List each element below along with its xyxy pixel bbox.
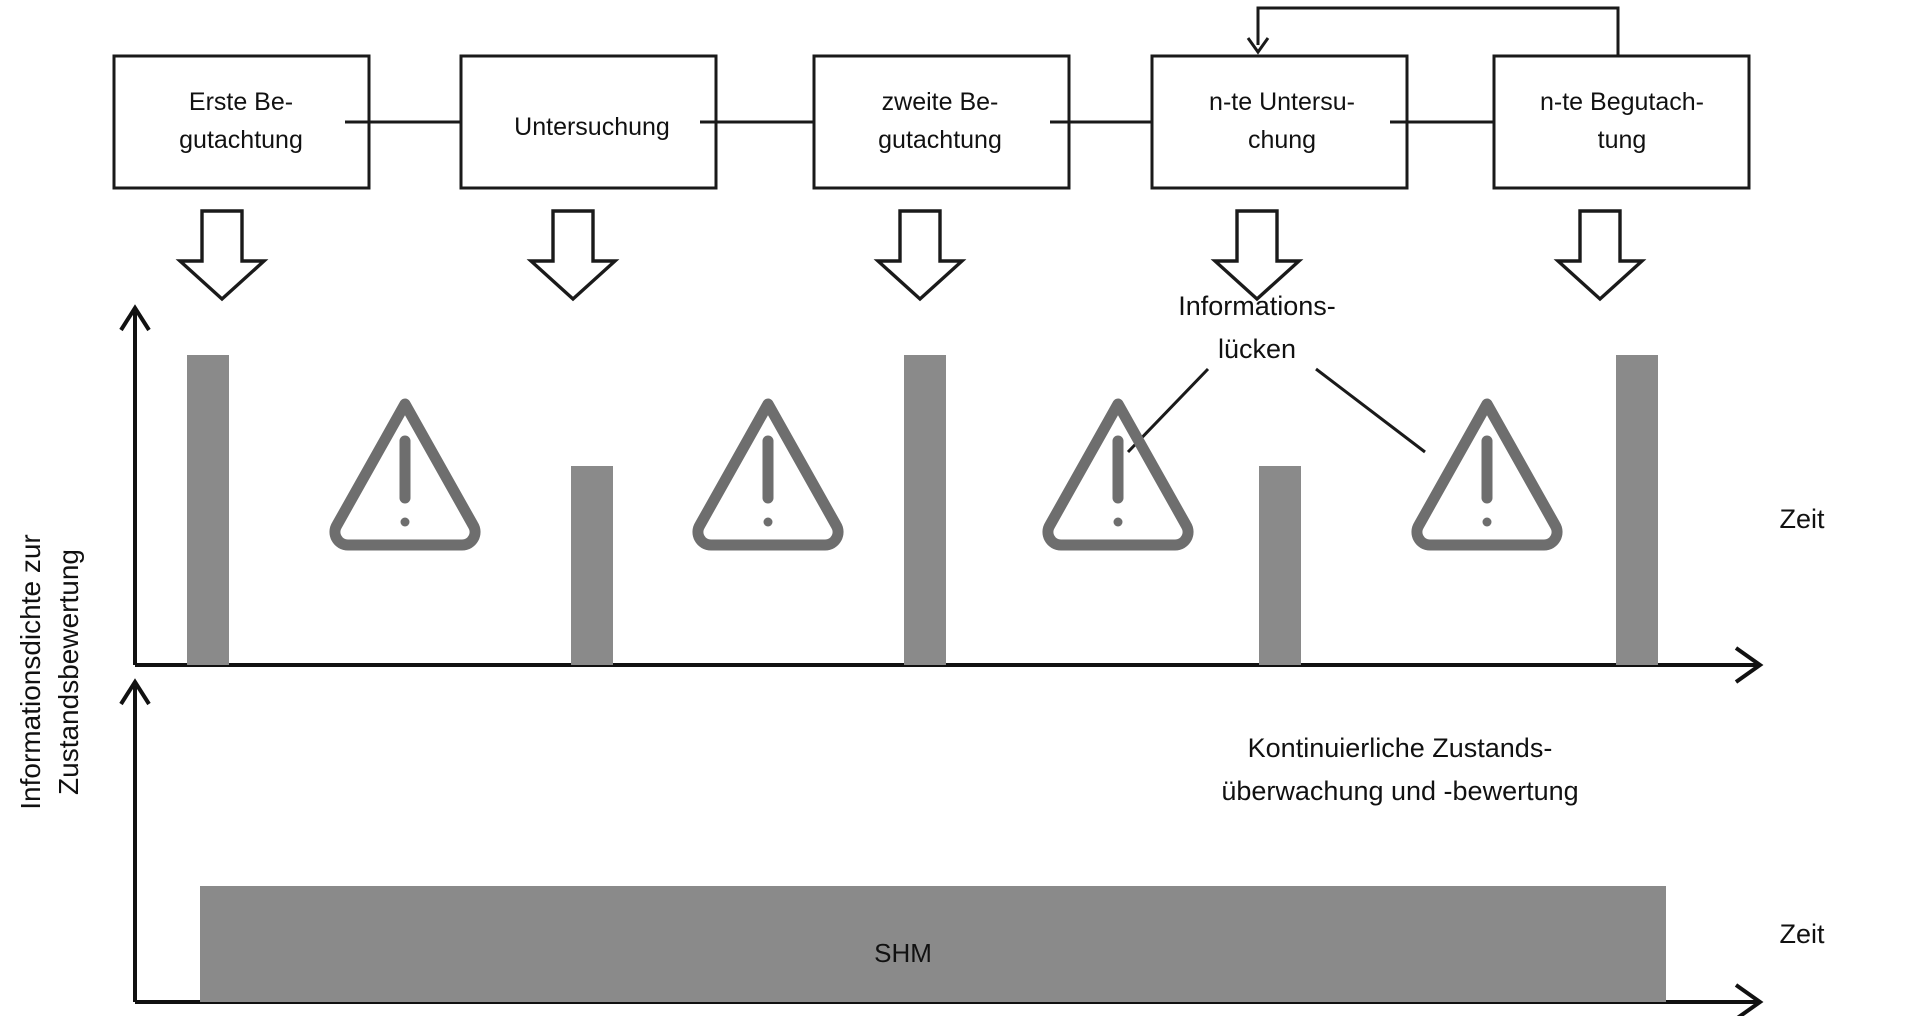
bar [904, 355, 946, 665]
chart1-y-axis [119, 304, 151, 665]
kontinuierlich-label-line1: Kontinuierliche Zustands- [1248, 733, 1553, 763]
chart1-time-label: Zeit [1779, 504, 1825, 534]
chart-discrete-inspections: Zeit [119, 304, 1825, 684]
process-box-label-line1: Erste Be- [189, 88, 293, 116]
process-box-untersuchung[interactable]: Untersuchung [459, 54, 718, 190]
y-axis-title: Informationsdichte zur Zustandsbewertung [15, 534, 84, 809]
process-box-zweite-begutachtung[interactable]: zweite Be- gutachtung [812, 54, 1071, 190]
chart2-time-label: Zeit [1779, 919, 1825, 949]
bar [187, 355, 229, 665]
process-box-label-line2: gutachtung [878, 126, 1002, 154]
block-arrows [175, 209, 1647, 302]
warning-triangle-icon [329, 398, 481, 551]
y-axis-title-line1: Informationsdichte zur [15, 534, 46, 809]
shm-block-label: SHM [874, 938, 932, 968]
down-arrow-icon [873, 209, 967, 302]
warning-triangle-icon [1042, 398, 1194, 551]
shm-block [200, 886, 1666, 1002]
y-axis-title-line2: Zustandsbewertung [53, 549, 84, 795]
chart1-x-axis [135, 646, 1764, 684]
process-box-n-te-begutachtung[interactable]: n-te Begutach- tung [1492, 54, 1751, 190]
down-arrow-icon [1553, 209, 1647, 302]
down-arrow-icon [526, 209, 620, 302]
process-chain: Erste Be- gutachtung Untersuchung zweite… [112, 6, 1751, 190]
down-arrow-icon [175, 209, 269, 302]
chart2-y-axis [119, 678, 151, 1002]
warning-triangle-icon [692, 398, 844, 551]
process-box-label-line2: chung [1248, 126, 1316, 154]
chart1-bars [187, 355, 1658, 665]
process-box-label-line1: zweite Be- [882, 88, 999, 116]
chart1-warning-icons [329, 398, 1563, 551]
informationsluecken-label-line2: lücken [1218, 334, 1296, 364]
process-box-label-line1: Untersuchung [514, 113, 670, 141]
process-box-label-line1: n-te Untersu- [1209, 88, 1355, 116]
informationsluecken-label-line1: Informations- [1178, 291, 1336, 321]
process-box-label-line2: gutachtung [179, 126, 303, 154]
feedback-loop-connector [1246, 6, 1620, 56]
bar [1616, 355, 1658, 665]
down-arrow-icon [1210, 209, 1304, 302]
process-box-label-line2: tung [1598, 126, 1647, 154]
bar [571, 466, 613, 665]
leader-line-right [1315, 367, 1426, 454]
process-box-n-te-untersuchung[interactable]: n-te Untersu- chung [1150, 54, 1409, 190]
informationsluecken-annotation: Informations- lücken [1126, 291, 1426, 454]
kontinuierlich-label-line2: überwachung und -bewertung [1221, 776, 1578, 806]
warning-triangle-icon [1411, 398, 1563, 551]
process-box-label-line1: n-te Begutach- [1540, 88, 1704, 116]
chart-continuous-shm: SHM Kontinuierliche Zustands- überwachun… [119, 678, 1825, 1016]
process-box-erste-begutachtung[interactable]: Erste Be- gutachtung [112, 54, 371, 190]
bar [1259, 466, 1301, 665]
